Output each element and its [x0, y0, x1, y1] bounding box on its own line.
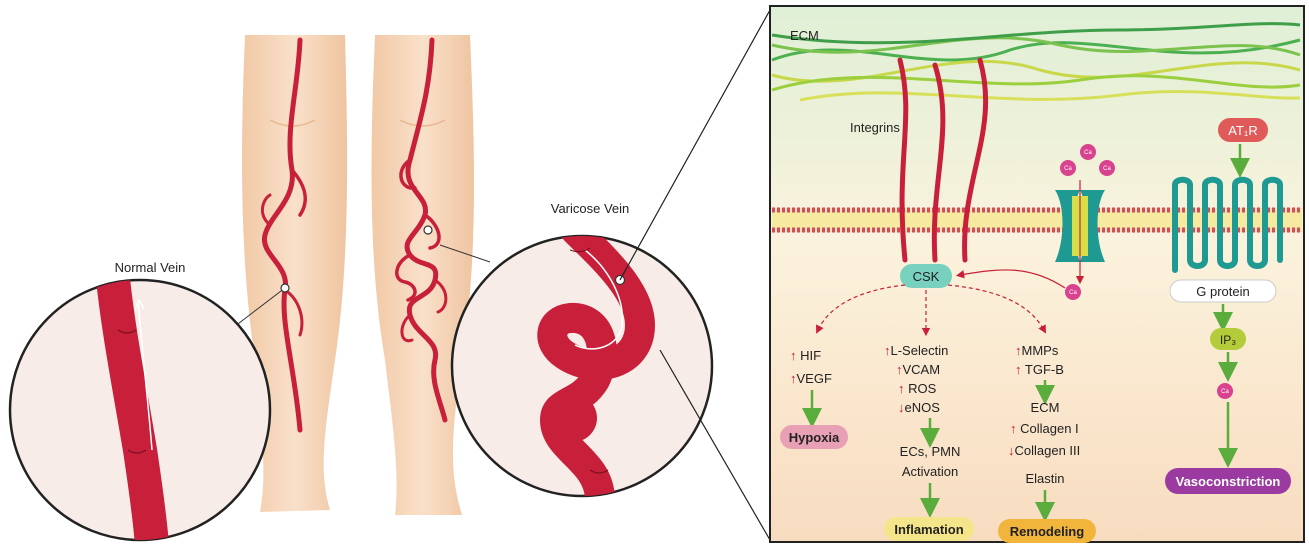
svg-text:↓eNOS: ↓eNOS	[898, 400, 940, 415]
svg-text:↑MMPs: ↑MMPs	[1015, 343, 1059, 358]
svg-text:↑VEGF: ↑VEGF	[790, 371, 832, 386]
csk-label: CSK	[913, 269, 940, 284]
marker-vegf: VEGF	[797, 371, 832, 386]
integrins-label: Integrins	[850, 120, 900, 135]
col3-ecm-label: ECM	[1031, 400, 1060, 415]
marker-collagen-i: Collagen I	[1020, 421, 1079, 436]
marker-tgf-b: TGF-B	[1025, 362, 1064, 377]
ecm-label: ECM	[790, 28, 819, 43]
ca-ion-label: Ca	[1084, 150, 1092, 156]
activation-label: Activation	[902, 464, 958, 479]
svg-text:↑ ROS: ↑ ROS	[898, 381, 937, 396]
svg-text:↓Collagen III: ↓Collagen III	[1008, 443, 1080, 458]
svg-text:↑L-Selectin: ↑L-Selectin	[884, 343, 948, 358]
varicose-vein-label: Varicose Vein	[551, 201, 630, 216]
marker-ros: ROS	[908, 381, 937, 396]
marker-collagen-iii: Collagen III	[1015, 443, 1081, 458]
zoom-line-top	[620, 10, 770, 280]
marker-hif: HIF	[800, 348, 821, 363]
marker-mmps: MMPs	[1022, 343, 1059, 358]
ip3-label: IP₃	[1220, 333, 1236, 347]
svg-text:↑VCAM: ↑VCAM	[896, 362, 940, 377]
ca-ion-label: Ca	[1069, 290, 1077, 296]
varicose-vein-circle	[452, 230, 712, 545]
ca-ion-label: Ca	[1064, 166, 1072, 172]
normal-vein-circle	[10, 270, 270, 545]
marker-vcam: VCAM	[903, 362, 941, 377]
normal-vein-label: Normal Vein	[115, 260, 186, 275]
at1r-label: AT₁R	[1228, 123, 1257, 138]
ca-ion-label: Ca	[1103, 166, 1111, 172]
elastin-label: Elastin	[1025, 471, 1064, 486]
remodeling-label: Remodeling	[1010, 524, 1084, 539]
vasoconstriction-label: Vasoconstriction	[1176, 474, 1281, 489]
varicose-vein-callout-dot	[424, 226, 432, 234]
ecs-pmn-label: ECs, PMN	[900, 444, 961, 459]
svg-text:↑ Collagen I: ↑ Collagen I	[1010, 421, 1079, 436]
marker-l-selectin: L-Selectin	[891, 343, 949, 358]
hypoxia-label: Hypoxia	[789, 430, 840, 445]
normal-vein-callout-dot	[281, 284, 289, 292]
svg-text:↑ TGF-B: ↑ TGF-B	[1015, 362, 1064, 377]
marker-enos: eNOS	[905, 400, 941, 415]
svg-text:↑ HIF: ↑ HIF	[790, 348, 821, 363]
g-protein-label: G protein	[1196, 284, 1249, 299]
inflamation-label: Inflamation	[894, 522, 963, 537]
ca-ion-label: Ca	[1221, 389, 1229, 395]
